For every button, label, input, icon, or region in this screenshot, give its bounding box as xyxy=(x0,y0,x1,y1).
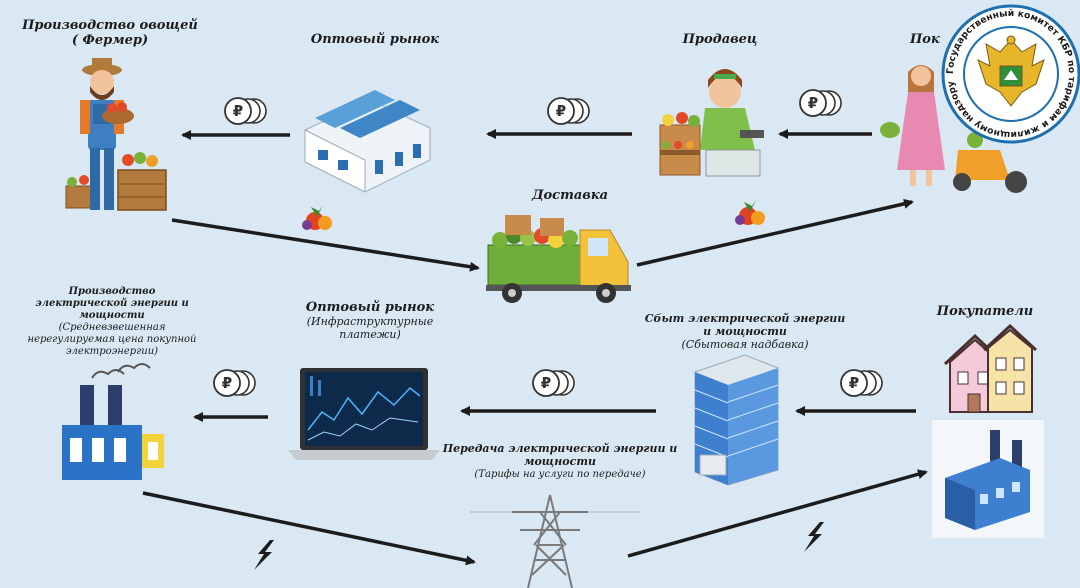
transmission-label: Передача электрической энергии и мощност… xyxy=(440,442,680,481)
sales-title: Сбыт электрической энергии и мощности xyxy=(644,312,846,338)
warehouse-icon xyxy=(304,90,431,193)
wholesale-bottom-subtitle: (Инфраструктурные платежи) xyxy=(306,315,434,341)
arrow-delivery-to-buyer xyxy=(636,198,914,267)
delivery-label: Доставка xyxy=(520,188,620,203)
seller-title: Продавец xyxy=(682,32,758,47)
arrow-generation-to-transmission xyxy=(142,491,476,566)
power-plant-icon xyxy=(62,363,164,480)
arrow-transmission-to-buyers xyxy=(627,469,928,558)
buyer-top-title: Пок xyxy=(910,32,940,47)
wholesale-top-title: Оптовый рынок xyxy=(310,32,440,47)
buyer-icon xyxy=(880,65,1027,193)
laptop-chart-icon xyxy=(288,368,440,460)
buyers-bottom-title: Покупатели xyxy=(936,304,1034,319)
farmer-title: Производство овощей xyxy=(22,18,198,33)
seller-icon xyxy=(659,69,764,177)
ruble-coin-icon xyxy=(547,97,590,125)
eagle-icon xyxy=(977,35,1045,107)
farmer-label: Производство овощей ( Фермер) xyxy=(20,18,200,48)
ruble-coin-icon xyxy=(213,369,256,397)
transmission-tower-icon xyxy=(470,494,640,588)
generation-label: Производство электрической энергии и мощ… xyxy=(22,286,202,358)
office-building-icon xyxy=(694,354,779,486)
sales-label: Сбыт электрической энергии и мощности (С… xyxy=(640,312,850,351)
houses-icon xyxy=(943,323,1038,413)
delivery-truck-icon xyxy=(486,215,631,303)
ruble-coin-icon xyxy=(224,97,267,125)
wholesale-top-label: Оптовый рынок xyxy=(300,32,450,47)
buyers-bottom-label: Покупатели xyxy=(925,304,1045,319)
ruble-coin-icon xyxy=(799,89,842,117)
lightning-icon xyxy=(804,522,824,552)
buyer-top-label: Пок xyxy=(910,32,946,47)
delivery-title: Доставка xyxy=(531,188,609,203)
sales-subtitle: (Сбытовая надбавка) xyxy=(681,338,809,351)
vegetables-icon xyxy=(735,200,765,225)
generation-title: Производство электрической энергии и мощ… xyxy=(35,286,189,321)
farmer-icon xyxy=(65,58,167,211)
transmission-title: Передача электрической энергии и мощност… xyxy=(442,442,678,468)
lightning-icon xyxy=(254,540,274,570)
seal-emblem: Государственный комитет КБР по тарифам и… xyxy=(941,4,1080,144)
arrow-farmer-to-delivery xyxy=(171,218,480,272)
industrial-building-icon xyxy=(932,420,1044,538)
generation-subtitle: (Средневзвешенная нерегулируемая цена по… xyxy=(27,322,197,357)
transmission-subtitle: (Тарифы на услуги по передаче) xyxy=(474,469,646,480)
ruble-coin-icon xyxy=(840,369,883,397)
seller-label: Продавец xyxy=(665,32,775,47)
vegetables-icon xyxy=(302,205,332,230)
wholesale-bottom-title: Оптовый рынок xyxy=(305,300,435,315)
ruble-coin-icon xyxy=(532,369,575,397)
farmer-subtitle: ( Фермер) xyxy=(71,33,149,48)
wholesale-bottom-label: Оптовый рынок (Инфраструктурные платежи) xyxy=(290,300,450,341)
